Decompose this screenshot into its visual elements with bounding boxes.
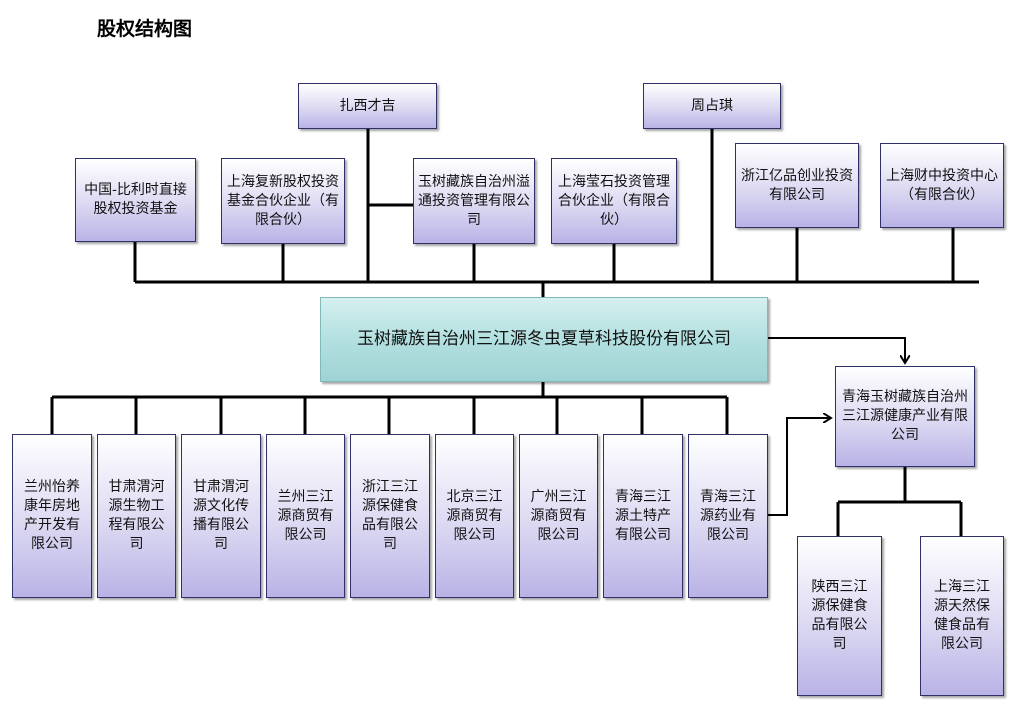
subsidiary-guangzhou-trade: 广州三江源商贸有限公司: [519, 434, 598, 598]
health-subsidiary-shaanxi: 陕西三江源保健食品有限公司: [797, 536, 882, 696]
subsidiary-lanzhou-trade: 兰州三江源商贸有限公司: [266, 434, 345, 598]
subsidiary-lanzhou-yiyang: 兰州怡养康年房地产开发有限公司: [12, 434, 92, 598]
subsidiary-gansu-weiheyuan-culture: 甘肃渭河源文化传播有限公司: [181, 434, 261, 598]
subsidiary-gansu-weiheyuan-bio: 甘肃渭河源生物工程有限公司: [97, 434, 176, 598]
subsidiary-qinghai-pharma: 青海三江源药业有限公司: [688, 434, 768, 598]
shareholder-yingshi: 上海莹石投资管理合伙企业（有限合伙）: [551, 158, 677, 244]
main-company: 玉树藏族自治州三江源冬虫夏草科技股份有限公司: [320, 297, 768, 382]
shareholder-yipin: 浙江亿品创业投资有限公司: [735, 143, 859, 228]
subsidiary-qinghai-specialty: 青海三江源土特产有限公司: [603, 434, 683, 598]
shareholder-zhaxi: 扎西才吉: [298, 83, 437, 129]
health-company: 青海玉树藏族自治州三江源健康产业有限公司: [835, 366, 975, 467]
health-subsidiary-shanghai: 上海三江源天然保健食品有限公司: [920, 536, 1004, 696]
shareholder-caizhong: 上海财中投资中心（有限合伙）: [880, 143, 1004, 228]
shareholder-fuxin: 上海复新股权投资基金合伙企业（有限合伙）: [221, 158, 345, 244]
subsidiary-zhejiang-health-food: 浙江三江源保健食品有限公司: [350, 434, 430, 598]
subsidiary-beijing-trade: 北京三江源商贸有限公司: [435, 434, 514, 598]
shareholder-china-belgium-fund: 中国-比利时直接股权投资基金: [75, 158, 196, 242]
shareholder-zhou: 周占琪: [643, 83, 781, 129]
shareholder-yitong: 玉树藏族自治州溢通投资管理有限公司: [413, 158, 535, 244]
page-title: 股权结构图: [97, 18, 193, 40]
